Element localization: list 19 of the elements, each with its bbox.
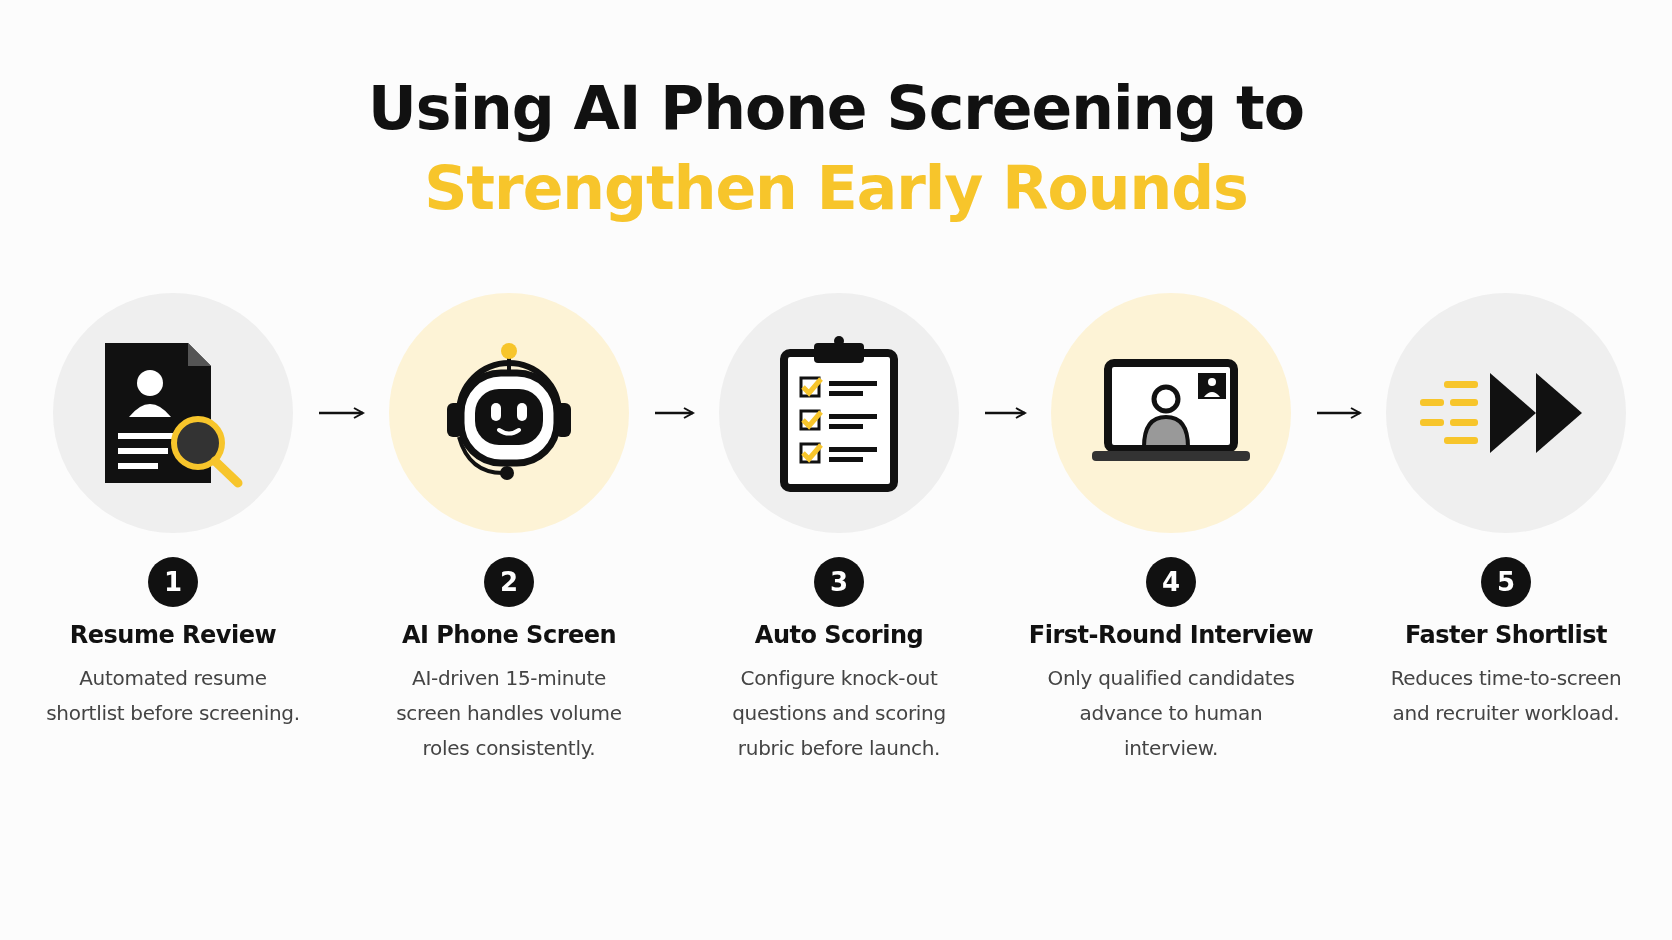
step-description: Configure knock-out questions and scoring rubric before launch. bbox=[731, 665, 947, 762]
arrow bbox=[319, 407, 364, 419]
step-number: 1 bbox=[148, 557, 198, 607]
step-title: Resume Review bbox=[69, 621, 277, 649]
step-title: Faster Shortlist bbox=[1405, 621, 1607, 649]
step-description: Only qualified candidates advance to human interview. bbox=[1046, 665, 1296, 762]
step-number: 2 bbox=[484, 557, 534, 607]
arrow bbox=[655, 407, 694, 419]
arrow bbox=[1317, 407, 1361, 419]
step-title: Auto Scoring bbox=[754, 621, 924, 649]
step-number: 5 bbox=[1481, 557, 1531, 607]
arrow bbox=[985, 407, 1026, 419]
step-description: Automated resume shortlist before screening. bbox=[45, 665, 301, 727]
step-number: 4 bbox=[1146, 557, 1196, 607]
step-number: 3 bbox=[814, 557, 864, 607]
step-description: AI-driven 15-minute screen handles volume roles consistently. bbox=[395, 665, 623, 762]
step-title: First-Round Interview bbox=[1028, 621, 1314, 649]
step-description: Reduces time-to-screen and recruiter workload. bbox=[1389, 665, 1623, 727]
step-title: AI Phone Screen bbox=[401, 621, 617, 649]
